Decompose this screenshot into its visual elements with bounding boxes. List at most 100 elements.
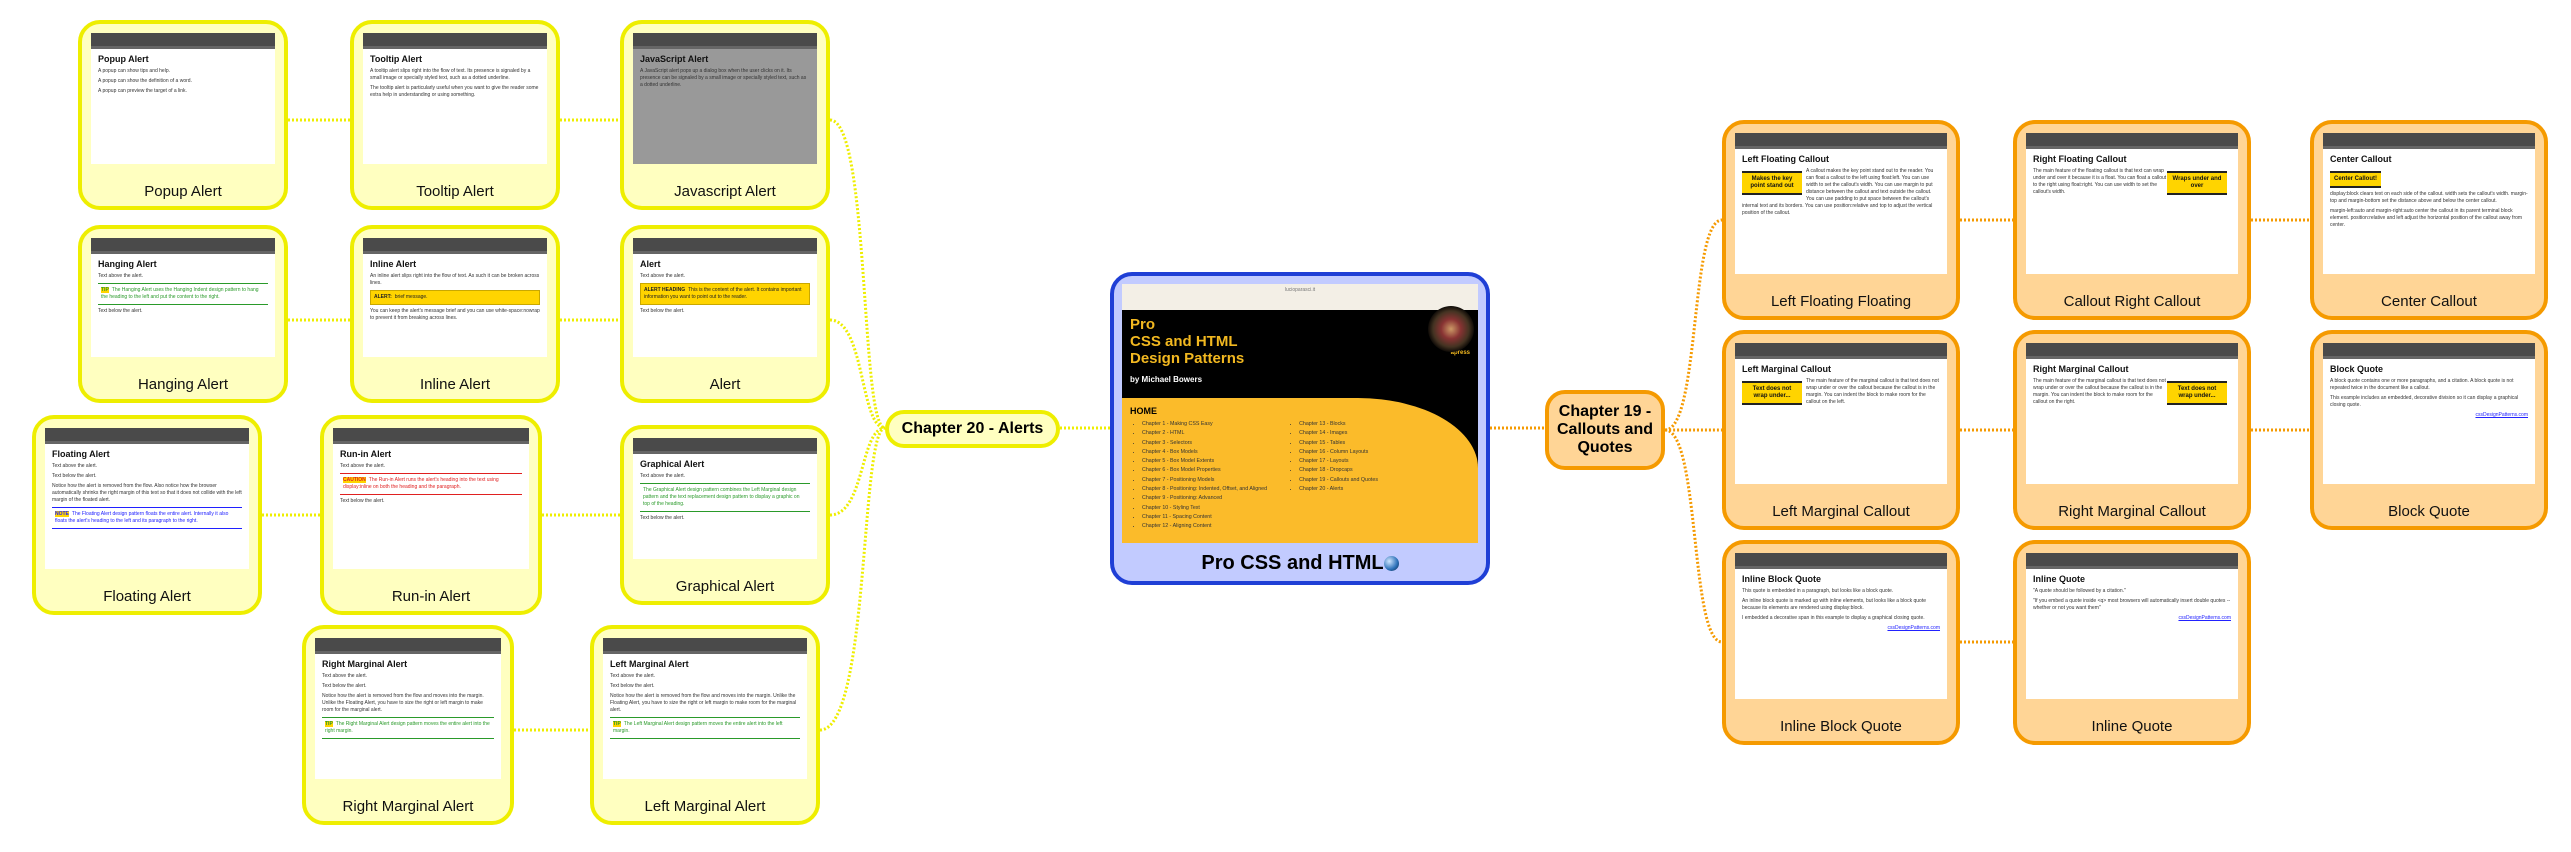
chapter-link[interactable]: Chapter 8 - Positioning: Indented, Offse…	[1142, 485, 1267, 494]
screenshot-text: An inline alert slips right into the flo…	[370, 273, 540, 286]
alert-heading: TIP	[101, 287, 109, 293]
screenshot-text: An inline block quote is marked up with …	[1742, 598, 1926, 611]
chapter-link[interactable]: Chapter 10 - Styling Text	[1142, 504, 1267, 513]
chapter-link[interactable]: Chapter 16 - Column Layouts	[1299, 448, 1378, 457]
screenshot-text: You can keep the alert's message brief a…	[370, 308, 540, 321]
screenshot-heading: Left Marginal Callout	[1742, 364, 1832, 374]
browser-bar	[633, 438, 817, 454]
browser-bar	[603, 638, 807, 654]
screenshot-text: A block quote contains one or more parag…	[2330, 378, 2514, 391]
callout-box: Wraps under and over	[2167, 171, 2227, 195]
alert-text: The Floating Alert design pattern floats…	[55, 511, 229, 524]
chapter-link[interactable]: Chapter 14 - Images	[1299, 429, 1378, 438]
alert-box: ALERT:brief message.	[370, 290, 540, 305]
inline-alert-node[interactable]: Inline Alert An inline alert slips right …	[350, 225, 560, 403]
browser-bar	[1735, 553, 1947, 569]
browser-bar	[2026, 133, 2238, 149]
alert-text: The Hanging Alert uses the Hanging Inden…	[101, 287, 259, 300]
chapter-link[interactable]: Chapter 9 - Positioning: Advanced	[1142, 494, 1267, 503]
screenshot-text: Text below the alert.	[98, 308, 143, 314]
chapter-link[interactable]: Chapter 1 - Making CSS Easy	[1142, 420, 1267, 429]
citation-link[interactable]: cssDesignPatterns.com	[2475, 412, 2528, 418]
screenshot-heading: Inline Block Quote	[1742, 574, 1822, 584]
screenshot-text: Text above the alert.	[340, 463, 386, 469]
alert-box: The Graphical Alert design pattern combi…	[640, 483, 810, 512]
browser-bar	[333, 428, 529, 444]
screenshot-heading: Left Marginal Alert	[610, 659, 689, 669]
alert-heading: TIP	[613, 721, 621, 727]
screenshot-text: A popup can show tips and help.	[98, 68, 170, 74]
browser-bar	[363, 33, 547, 49]
screenshot-text: "A quote should be followed by a citatio…	[2033, 588, 2126, 594]
chapter-link[interactable]: Chapter 13 - Blocks	[1299, 420, 1378, 429]
citation-link[interactable]: cssDesignPatterns.com	[1887, 625, 1940, 631]
chapter-20-node[interactable]: Chapter 20 - Alerts	[885, 410, 1060, 448]
node-label: Tooltip Alert	[416, 183, 494, 200]
screenshot-text: Text above the alert.	[640, 473, 686, 479]
screenshot-text: Text above the alert.	[610, 673, 656, 679]
chapter-link[interactable]: Chapter 2 - HTML	[1142, 429, 1267, 438]
chapter-link[interactable]: Chapter 12 - Aligning Content	[1142, 522, 1267, 531]
chapter-link[interactable]: Chapter 6 - Box Model Properties	[1142, 466, 1267, 475]
screenshot-heading: Inline Quote	[2033, 574, 2086, 584]
central-node[interactable]: lucioparasci.it Pro CSS and HTML Design …	[1110, 272, 1490, 585]
screenshot-text: "If you embed a quote inside <q> most br…	[2033, 598, 2231, 611]
chapter-link[interactable]: Chapter 19 - Callouts and Quotes	[1299, 476, 1378, 485]
node-label: Center Callout	[2381, 293, 2477, 310]
screenshot-heading: JavaScript Alert	[640, 54, 709, 64]
screenshot-text: Text above the alert.	[640, 273, 686, 279]
chapter-link[interactable]: Chapter 7 - Positioning Models	[1142, 476, 1267, 485]
chapter-link[interactable]: Chapter 17 - Layouts	[1299, 457, 1378, 466]
chapter-link[interactable]: Chapter 4 - Box Models	[1142, 448, 1267, 457]
node-label: Inline Block Quote	[1780, 718, 1902, 735]
browser-bar	[45, 428, 249, 444]
screenshot-heading: Inline Alert	[370, 259, 417, 269]
screenshot-text: Text below the alert.	[640, 308, 685, 314]
node-label: Right Marginal Alert	[342, 798, 474, 815]
inline-quote-node[interactable]: Inline Quote "A quote should be followed …	[2013, 540, 2251, 745]
screenshot-heading: Hanging Alert	[98, 259, 157, 269]
chapter-link[interactable]: Chapter 20 - Alerts	[1299, 485, 1378, 494]
browser-bar	[315, 638, 501, 654]
chapter-19-node[interactable]: Chapter 19 - Callouts and Quotes	[1545, 390, 1665, 470]
chapter-link[interactable]: Chapter 15 - Tables	[1299, 439, 1378, 448]
screenshot-heading: Tooltip Alert	[370, 54, 422, 64]
screenshot-text: Text below the alert.	[52, 473, 97, 479]
screenshot-text: I embedded a decorative span in this exa…	[1742, 615, 1925, 621]
alert-heading: ALERT:	[374, 294, 392, 300]
chapter-link[interactable]: Chapter 11 - Spacing Content	[1142, 513, 1267, 522]
chapter-link[interactable]: Chapter 18 - Dropcaps	[1299, 466, 1378, 475]
screenshot-heading: Center Callout	[2330, 154, 2392, 164]
chapter-link[interactable]: Chapter 5 - Box Model Extents	[1142, 457, 1267, 466]
citation-link[interactable]: cssDesignPatterns.com	[2178, 615, 2231, 621]
chapter-link[interactable]: Chapter 3 - Selectors	[1142, 439, 1267, 448]
screenshot-text: Notice how the alert is removed from the…	[610, 693, 797, 713]
node-label: Javascript Alert	[674, 183, 776, 200]
screenshot-text: The main feature of the marginal callout…	[1806, 378, 1939, 405]
